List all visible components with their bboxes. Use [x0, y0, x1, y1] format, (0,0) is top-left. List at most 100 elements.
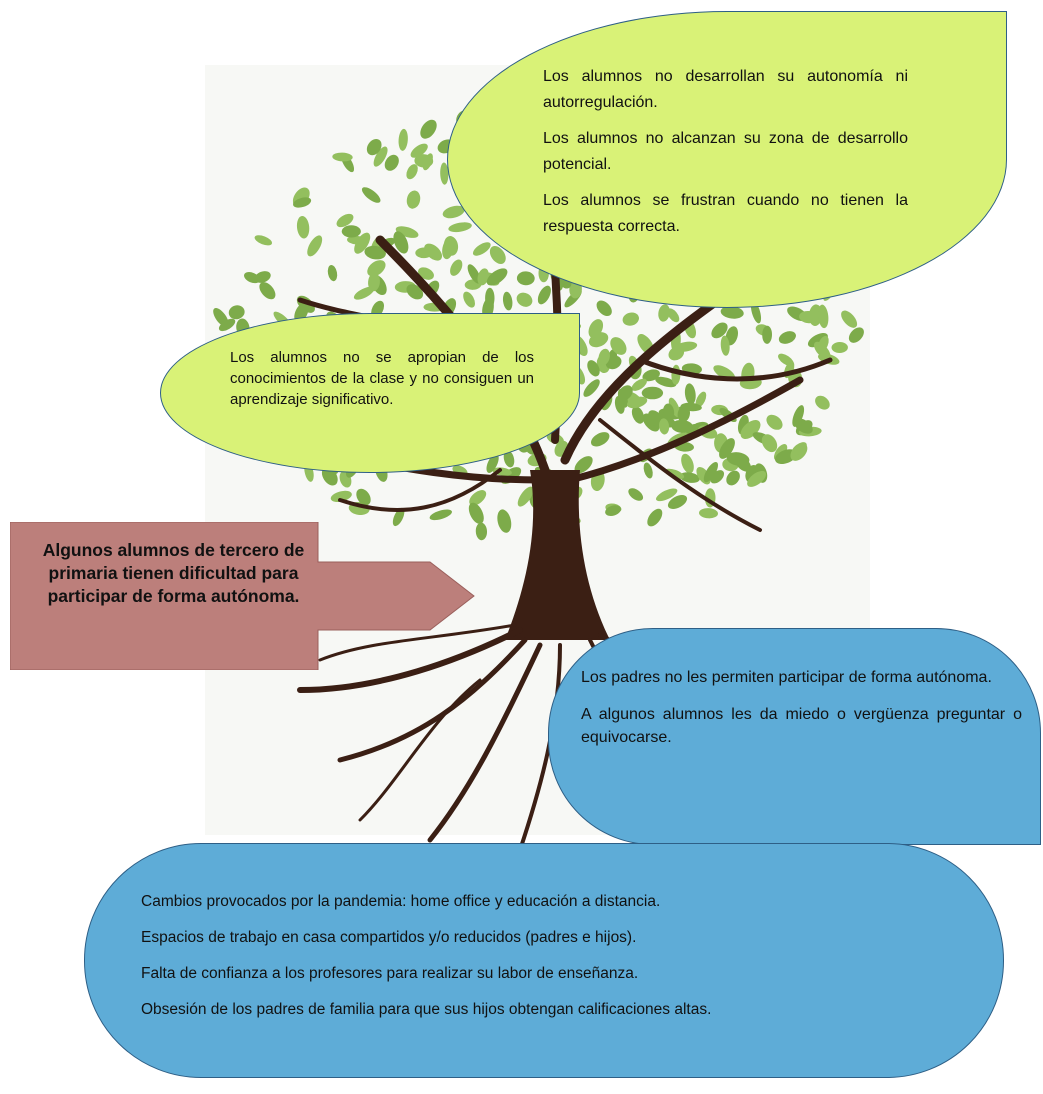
leaf-shape [658, 304, 670, 322]
leaf-shape [341, 225, 361, 238]
leaf-shape [574, 456, 593, 474]
leaf-shape [720, 306, 744, 319]
effects-secondary-bubble: Los alumnos no se apropian de los conoci… [160, 313, 580, 473]
leaf-shape [467, 264, 481, 284]
leaf-shape [628, 488, 644, 501]
leaf-shape [364, 245, 386, 260]
effect-main-item: Los alumnos no desarrollan su autonomía … [543, 68, 908, 111]
leaf-shape [792, 405, 805, 427]
effects-main-bubble: Los alumnos no desarrollan su autonomía … [447, 11, 1007, 308]
leaf-shape [477, 268, 489, 286]
leaf-shape [418, 267, 434, 280]
effect-main-item: Los alumnos no alcanzan su zona de desar… [543, 130, 908, 173]
leaf-shape [766, 414, 783, 430]
leaf-shape [791, 442, 807, 456]
leaf-shape [735, 456, 752, 472]
leaf-shape [228, 305, 245, 320]
leaf-shape [254, 235, 273, 246]
leaf-shape [699, 508, 718, 519]
leaf-shape [720, 335, 730, 356]
causes-context-bubble: Cambios provocados por la pandemia: home… [84, 843, 1004, 1078]
leaf-shape [848, 327, 864, 343]
cause-context-item: Espacios de trabajo en casa compartidos … [141, 929, 637, 946]
leaf-shape [497, 509, 512, 533]
leaf-shape [332, 152, 353, 162]
leaf-shape [719, 438, 735, 459]
leaf-shape [807, 332, 828, 348]
leaf-shape [475, 522, 488, 541]
causes-parents-bubble: Los padres no les permiten participar de… [548, 628, 1041, 845]
leaf-shape [668, 346, 685, 361]
leaf-shape [655, 376, 677, 388]
leaf-shape [244, 272, 260, 284]
leaf-shape [472, 242, 491, 256]
leaf-shape [588, 319, 604, 339]
leaf-shape [442, 205, 465, 219]
leaf-shape [468, 502, 484, 524]
leaf-shape [406, 284, 424, 300]
leaf-shape [356, 488, 371, 506]
leaf-shape [442, 238, 454, 260]
leaf-shape [393, 231, 409, 254]
leaf-shape [414, 154, 434, 168]
leaf-shape [684, 383, 696, 405]
leaf-shape [668, 397, 681, 418]
leaf-shape [587, 360, 600, 377]
leaf-shape [336, 213, 354, 228]
leaf-shape [679, 472, 700, 483]
leaf-shape [726, 470, 740, 486]
leaf-shape [761, 434, 778, 453]
leaf-shape [450, 259, 463, 276]
leaf-shape [361, 187, 381, 203]
leaf-shape [725, 326, 738, 346]
leaf-shape [605, 505, 622, 516]
leaf-shape [778, 331, 796, 344]
leaf-shape [642, 369, 660, 382]
cause-parents-item: Los padres no les permiten participar de… [581, 669, 992, 686]
leaf-shape [667, 308, 680, 323]
leaf-shape [817, 304, 829, 329]
leaf-shape [330, 490, 352, 502]
leaf-shape [641, 386, 664, 400]
leaf-shape [440, 162, 449, 185]
leaf-shape [516, 271, 535, 286]
leaf-shape [486, 453, 499, 473]
leaf-shape [354, 232, 371, 254]
leaf-shape [681, 453, 694, 474]
leaf-shape [605, 355, 622, 370]
leaf-shape [711, 322, 728, 339]
effect-secondary-item: Los alumnos no se apropian de los conoci… [230, 349, 534, 408]
leaf-shape [392, 507, 405, 527]
leaf-shape [596, 300, 612, 317]
leaf-shape [296, 215, 310, 239]
leaf-shape [610, 337, 627, 355]
leaf-shape [469, 490, 487, 506]
leaf-shape [406, 164, 418, 180]
leaf-shape [420, 119, 437, 139]
leaf-shape [486, 268, 508, 286]
leaf-shape [664, 468, 685, 480]
leaf-shape [631, 406, 645, 424]
leaf-shape [671, 419, 694, 434]
tree-trunk [505, 470, 610, 640]
leaf-shape [327, 265, 338, 282]
leaf-shape [818, 335, 829, 352]
leaf-shape [695, 391, 707, 408]
leaf-shape [841, 310, 858, 328]
leaf-shape [367, 260, 386, 277]
leaf-shape [406, 190, 421, 209]
problem-arrow [10, 522, 475, 670]
leaf-shape [642, 413, 660, 432]
leaf-shape [502, 291, 513, 311]
leaf-shape [656, 488, 678, 502]
leaf-shape [259, 282, 276, 300]
leaf-shape [831, 341, 848, 354]
leaf-shape [213, 307, 229, 328]
leaf-shape [489, 246, 506, 264]
leaf-shape [643, 462, 653, 479]
leaf-shape [703, 461, 719, 483]
leaf-shape [373, 146, 388, 167]
leaf-shape [618, 385, 633, 401]
leaf-shape [424, 243, 443, 261]
